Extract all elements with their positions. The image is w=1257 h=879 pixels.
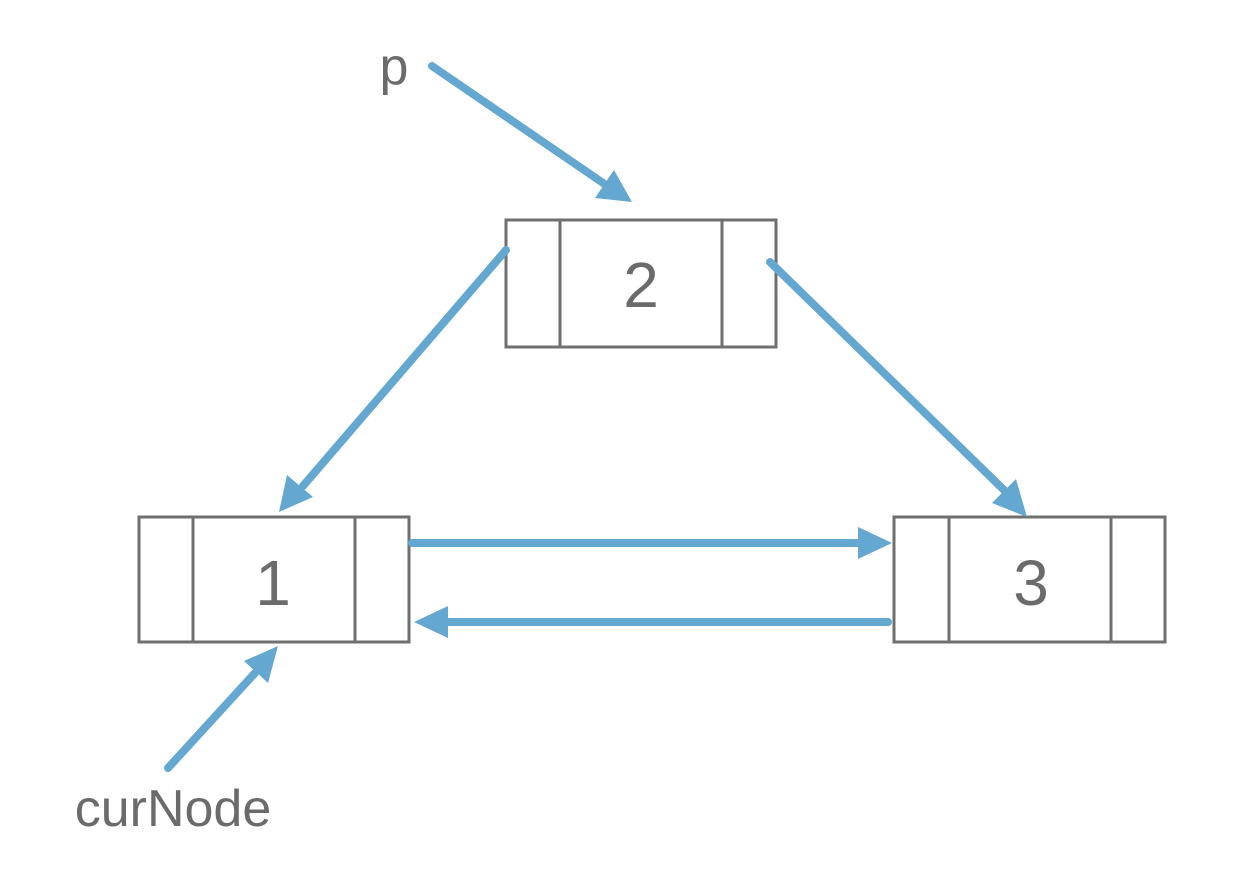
arrow-head-icon — [279, 475, 313, 512]
node-2-border — [504, 218, 778, 349]
arrow-node-2-to-node-1 — [279, 246, 510, 512]
node-2: 2 — [504, 218, 778, 349]
node-1-value: 1 — [255, 547, 291, 619]
node-3: 3 — [892, 515, 1167, 644]
pointer-p-label: p — [380, 38, 409, 96]
arrow-head-icon — [595, 170, 632, 202]
node-3-value: 3 — [1013, 547, 1049, 619]
arrow-head-icon — [414, 606, 448, 638]
pointer-curnode-label: curNode — [75, 780, 272, 838]
arrow-node-3-to-node-1 — [414, 606, 892, 638]
node-1-border — [137, 515, 411, 644]
node-3-border — [892, 515, 1167, 644]
arrow-node-1-to-node-3 — [408, 527, 892, 559]
arrow-node-2-to-node-3 — [766, 258, 1027, 517]
arrow-head-icon — [992, 479, 1027, 517]
node-2-value: 2 — [623, 249, 659, 321]
arrow-p-to-node-2 — [428, 62, 632, 202]
arrow-head-icon — [858, 527, 892, 559]
arrow-head-icon — [244, 646, 278, 683]
arrow-curnode-to-node-1 — [164, 646, 278, 772]
node-1: 1 — [137, 515, 411, 644]
